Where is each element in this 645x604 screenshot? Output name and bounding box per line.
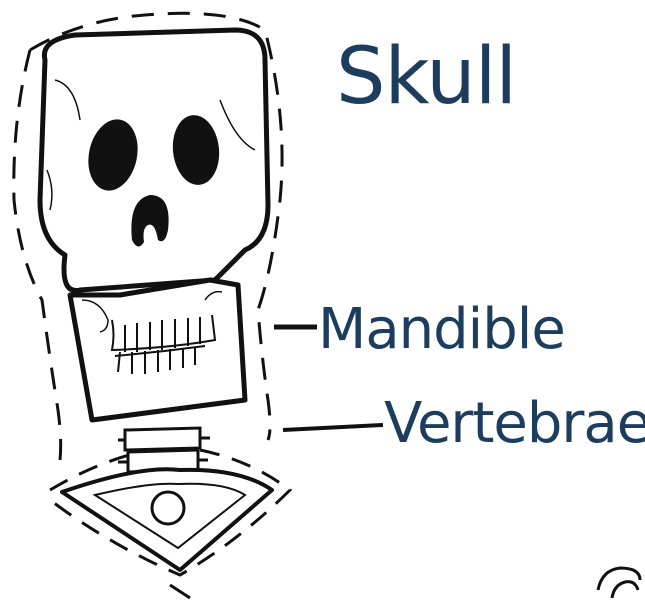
sternum-notch <box>152 492 184 524</box>
label-mandible: Mandible <box>318 302 565 358</box>
title-skull: Skull <box>336 38 516 116</box>
collar-dashed-tick <box>170 585 190 598</box>
cranium <box>40 30 268 291</box>
partial-sketch-mark <box>598 568 640 598</box>
label-vertebrae: Vertebrae <box>384 396 645 452</box>
vertebrae-leader-line <box>283 425 383 430</box>
